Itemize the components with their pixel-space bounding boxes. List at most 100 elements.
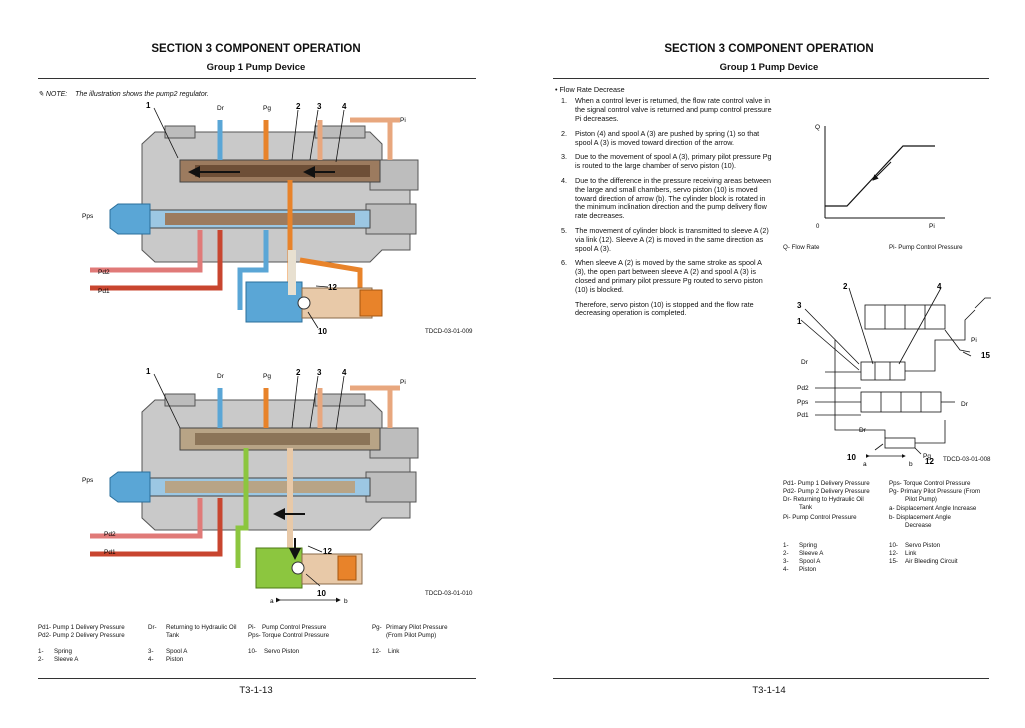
procedure-text: • Flow Rate Decrease 1.When a control le… [555, 85, 773, 318]
label-pps: Pps [82, 477, 94, 484]
group-title: Group 1 Pump Device [206, 62, 306, 73]
legend-pd1: Pd1- Pump 1 Delivery Pressure [783, 480, 870, 487]
sch-label-15: 15 [981, 351, 990, 360]
label-3: 3 [317, 368, 322, 377]
legend-pg-2: Pilot Pump) [905, 496, 937, 503]
note-text: The illustration shows the pump2 regulat… [75, 91, 209, 98]
page-number: T3-1-14 [752, 685, 786, 696]
label-pd1: Pd1 [104, 549, 116, 556]
legend-a: a- Displacement Angle Increase [889, 505, 977, 512]
part-4-name: Piston [799, 566, 817, 573]
sch-label-pd2: Pd2 [797, 385, 809, 392]
legend-dr-text: Returning to Hydraulic Oil [166, 624, 237, 631]
legend-pps: Pps- Torque Control Pressure [889, 480, 971, 487]
label-1: 1 [146, 368, 151, 376]
note: ✎ NOTE: The illustration shows the pump2… [38, 90, 209, 98]
figure-code-1: TDCD-03-01-009 [425, 328, 473, 335]
graph-legend-q: Q- Flow Rate [783, 244, 820, 251]
legend-pi-code: Pi- [248, 624, 256, 631]
sch-label-12: 12 [925, 457, 934, 466]
sch-label-dr-3: Dr [859, 427, 867, 434]
legend-pg-code: Pg- [372, 624, 382, 631]
step-5: 5.The movement of cylinder block is tran… [561, 225, 769, 253]
sch-label-10: 10 [847, 453, 856, 462]
legend-b-2: Decrease [905, 522, 932, 529]
housing [141, 393, 419, 531]
graph-y-label: Q [815, 124, 820, 131]
label-pd2: Pd2 [98, 269, 110, 276]
legend-pd2: Pd2- Pump 2 Delivery Pressure [783, 488, 870, 495]
step-2: 2.Piston (4) and spool A (3) are pushed … [561, 128, 760, 147]
legend-pps-text: Torque Control Pressure [262, 632, 330, 639]
graph-origin: 0 [816, 224, 820, 230]
step-3: 3.Due to the movement of spool A (3), pr… [561, 152, 772, 171]
legend-dr: Dr- Returning to Hydraulic Oil [783, 496, 864, 503]
legend-pi-text: Pump Control Pressure [262, 624, 327, 631]
header-rule [38, 78, 476, 79]
label-pd2: Pd2 [104, 531, 116, 538]
housing [141, 125, 419, 263]
part-3-num: 3- [783, 558, 789, 565]
label-pg: Pg [263, 105, 271, 112]
part-3-name: Spool A [166, 648, 188, 655]
flow-rate-graph: Q 0 Pi [815, 124, 945, 230]
part-15-num: 15- [889, 558, 898, 565]
label-pps: Pps [82, 213, 94, 220]
part-12-num: 12- [889, 550, 898, 557]
part-1-name: Spring [799, 542, 817, 549]
label-dr: Dr [217, 373, 225, 380]
legend-pd1: Pd1- Pump 1 Delivery Pressure [38, 624, 125, 631]
bullet-icon: • [555, 85, 558, 94]
label-dr: Dr [217, 105, 225, 112]
part-15-name: Air Bleeding Circuit [905, 558, 958, 565]
part-2-num: 2- [38, 656, 44, 663]
legend-b: b- Displacement Angle [889, 514, 951, 521]
part-4-name: Piston [166, 656, 184, 663]
label-pi: Pi [400, 379, 406, 386]
pencil-icon: ✎ [38, 91, 44, 98]
step-1: 1.When a control lever is returned, the … [561, 96, 772, 123]
step-6: 6.When sleeve A (2) is moved by the same… [561, 258, 763, 294]
footer-rule [38, 678, 476, 679]
legend-pd2: Pd2- Pump 2 Delivery Pressure [38, 632, 125, 639]
label-pi: Pi [400, 117, 406, 124]
conclusion: Therefore, servo piston (10) is stopped … [575, 299, 754, 318]
part-3-num: 3- [148, 648, 154, 655]
hydraulic-schematic: 2 4 3 1 Pi 15 Dr Pd2 Pps Pd1 Dr Dr Pg 10… [797, 282, 991, 468]
legend-dr-2: Tank [799, 504, 813, 511]
sch-label-b: b [909, 461, 913, 468]
label-10: 10 [318, 327, 327, 336]
sch-label-pd1: Pd1 [797, 412, 809, 419]
regulator-figure-2: 1 Dr Pg 2 3 4 Pi Pps Pd2 Pd1 12 10 a b [82, 368, 419, 605]
part-10-name: Servo Piston [905, 542, 941, 549]
label-2: 2 [296, 368, 301, 377]
label-12: 12 [328, 283, 337, 292]
label-12: 12 [323, 547, 332, 556]
section-title: SECTION 3 COMPONENT OPERATION [664, 43, 874, 55]
note-label: NOTE: [45, 91, 68, 98]
sch-label-dr-2: Dr [961, 401, 969, 408]
label-b: b [344, 598, 348, 605]
part-2-name: Sleeve A [54, 656, 79, 663]
sch-label-pps: Pps [797, 399, 809, 406]
right-page: SECTION 3 COMPONENT OPERATION Group 1 Pu… [513, 0, 1025, 728]
label-pg: Pg [263, 373, 271, 380]
part-12-name: Link [905, 550, 917, 557]
graph-legend-pi: Pi- Pump Control Pressure [889, 244, 963, 251]
label-pd1: Pd1 [98, 288, 110, 295]
header-rule [553, 78, 989, 79]
sch-label-pg: Pg [923, 453, 931, 460]
part-4-num: 4- [783, 566, 789, 573]
part-10-num: 10- [889, 542, 898, 549]
label-1: 1 [146, 101, 151, 110]
part-1-num: 1- [783, 542, 789, 549]
sch-label-1: 1 [797, 317, 802, 326]
part-3-name: Spool A [799, 558, 821, 565]
legend-pg-text-2: (From Pilot Pump) [386, 632, 437, 639]
label-3: 3 [317, 102, 322, 111]
part-12-name: Link [388, 648, 400, 655]
page-number: T3-1-13 [239, 685, 273, 696]
bullet-heading: • Flow Rate Decrease [555, 85, 625, 94]
schematic-code: TDCD-03-01-008 [943, 456, 991, 463]
group-title: Group 1 Pump Device [719, 62, 819, 73]
